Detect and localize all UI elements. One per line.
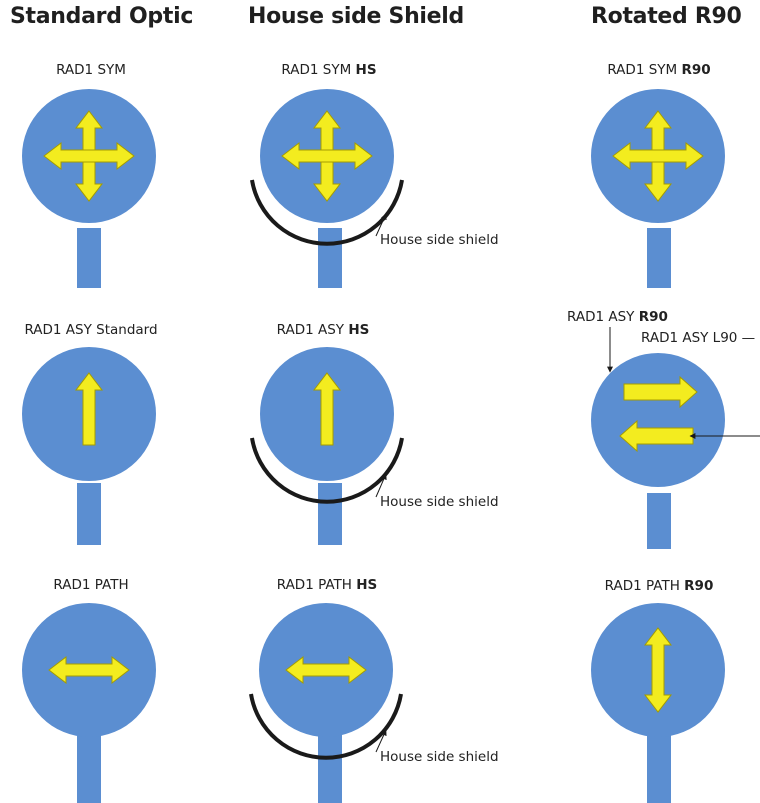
label-rad1-path-hs: RAD1 PATH HS xyxy=(276,577,378,593)
label-rad1-sym-r90: RAD1 SYM R90 xyxy=(607,62,711,78)
fixture-rad1-asy-r90 xyxy=(591,327,760,549)
arrow-up-icon xyxy=(74,372,104,446)
callout-leader xyxy=(375,729,387,753)
house-side-shield xyxy=(250,437,404,504)
fixture-rad1-sym-hs xyxy=(250,89,404,288)
fixture-rad1-sym-r90 xyxy=(591,89,725,288)
label-rad1-asy-hs: RAD1 ASY HS xyxy=(276,322,370,338)
fixture-rad1-path xyxy=(22,603,156,803)
pole xyxy=(77,228,101,288)
arrow-left-icon xyxy=(619,419,694,453)
callout-leader xyxy=(375,213,387,237)
pole xyxy=(647,735,671,803)
callout-house-side-shield-2: House side shield xyxy=(380,494,499,510)
pole xyxy=(318,228,342,288)
pole xyxy=(647,228,671,288)
fixture-rad1-asy-hs xyxy=(250,347,404,545)
four-way-arrow-icon xyxy=(612,110,704,202)
pole xyxy=(77,483,101,545)
four-way-arrow-icon xyxy=(43,110,135,202)
label-rad1-sym-hs: RAD1 SYM HS xyxy=(281,62,377,78)
vertical-double-arrow-icon xyxy=(643,627,673,713)
horizontal-double-arrow-icon xyxy=(285,655,367,685)
pole xyxy=(318,735,342,803)
four-way-arrow-icon xyxy=(281,110,373,202)
optic-circle xyxy=(591,353,725,487)
pole xyxy=(647,493,671,549)
label-rad1-sym: RAD1 SYM xyxy=(56,62,126,78)
column-header-rotated: Rotated R90 xyxy=(591,4,742,29)
column-header-house-side: House side Shield xyxy=(248,4,464,29)
fixture-rad1-path-hs xyxy=(249,603,403,803)
house-side-shield xyxy=(249,693,403,760)
label-rad1-asy-standard: RAD1 ASY Standard xyxy=(24,322,158,338)
house-side-shield xyxy=(250,179,404,246)
callout-house-side-shield-3: House side shield xyxy=(380,749,499,765)
label-rad1-asy-l90: RAD1 ASY L90 — xyxy=(641,330,756,346)
horizontal-double-arrow-icon xyxy=(48,655,130,685)
label-rad1-asy-r90: RAD1 ASY R90 xyxy=(567,309,668,325)
arrow-right-icon xyxy=(623,375,698,409)
pole xyxy=(318,483,342,545)
fixture-rad1-path-r90 xyxy=(591,603,725,803)
fixture-rad1-asy-standard xyxy=(22,347,156,545)
pole xyxy=(77,735,101,803)
column-header-standard: Standard Optic xyxy=(10,4,194,29)
callout-house-side-shield-1: House side shield xyxy=(380,232,499,248)
fixture-rad1-sym xyxy=(22,89,156,288)
label-rad1-path-r90: RAD1 PATH R90 xyxy=(604,578,714,594)
label-rad1-path: RAD1 PATH xyxy=(53,577,129,593)
arrow-up-icon xyxy=(312,372,342,446)
callout-leader xyxy=(375,473,387,498)
